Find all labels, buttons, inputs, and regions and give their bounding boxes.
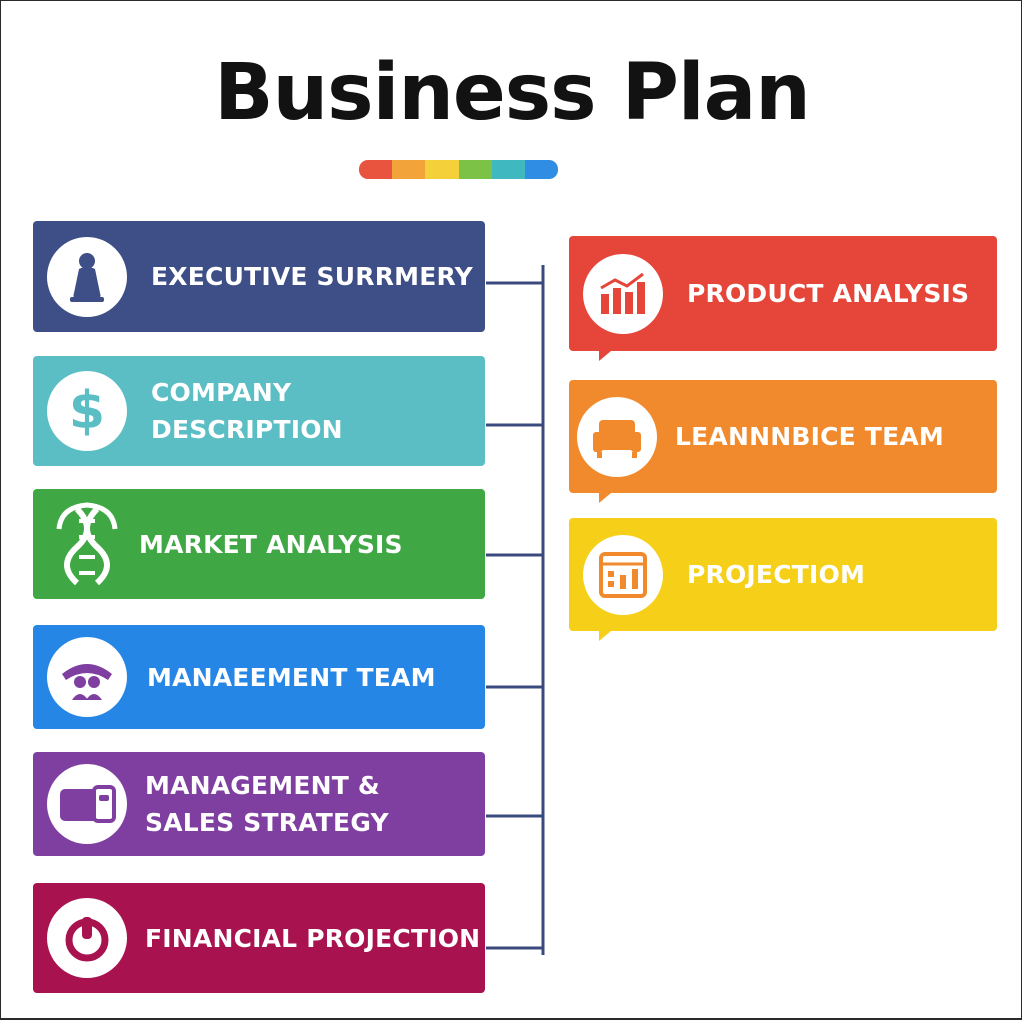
user-figure-icon [47, 236, 127, 317]
band-label: MARKET ANALYSIS [139, 529, 403, 559]
band-executive-summary: EXECUTIVE SURRMERY [33, 221, 485, 332]
band-team: LEANNNBICE TEAM [569, 380, 997, 503]
page-title: Business Plan [214, 48, 811, 138]
band-product-analysis: PRODUCT ANALYSIS [569, 236, 997, 361]
band-tail [599, 351, 611, 361]
rainbow-segment-teal [491, 160, 525, 179]
band-management-team: MANAEEMENT TEAM [33, 625, 485, 729]
band-label: EXECUTIVE SURRMERY [151, 262, 473, 291]
band-label: MANAGEMENT & SALES STRATEGY [145, 771, 389, 837]
rainbow-segment-yellow [425, 160, 459, 179]
team-icon [47, 637, 127, 717]
band-company-description: $ COMPANY DESCRIPTION [33, 356, 485, 466]
band-tail [599, 493, 611, 503]
band-management-sales: MANAGEMENT & SALES STRATEGY [33, 752, 485, 856]
dna-icon [47, 502, 127, 586]
rainbow-divider [359, 160, 558, 179]
band-label: PROJECTIOm [687, 560, 866, 589]
band-label: COMPANY DESCRIPTION [151, 378, 343, 444]
band-financial-projection: FINANCIAL PROJECTION [33, 883, 485, 993]
band-label: MANAEEMENT TEAM [147, 662, 436, 692]
wallet-icon [47, 764, 127, 844]
rainbow-segment-green [458, 160, 492, 179]
rainbow-segment-blue [524, 160, 558, 179]
sofa-icon [577, 396, 657, 477]
power-icon [47, 898, 127, 978]
rainbow-segment-red [359, 160, 393, 179]
calendar-chart-icon [583, 534, 663, 615]
band-label: PRODUCT ANALYSIS [687, 279, 970, 308]
band-label: LEANNNBICE TEAM [675, 422, 944, 451]
dollar-icon: $ [47, 371, 127, 451]
band-label: FINANCIAL PROJECTION [145, 923, 481, 953]
bar-chart-icon [583, 253, 663, 334]
rainbow-segment-orange [392, 160, 426, 179]
band-projection: PROJECTIOm [569, 518, 997, 641]
band-market-analysis: MARKET ANALYSIS [33, 489, 485, 599]
band-tail [599, 631, 611, 641]
